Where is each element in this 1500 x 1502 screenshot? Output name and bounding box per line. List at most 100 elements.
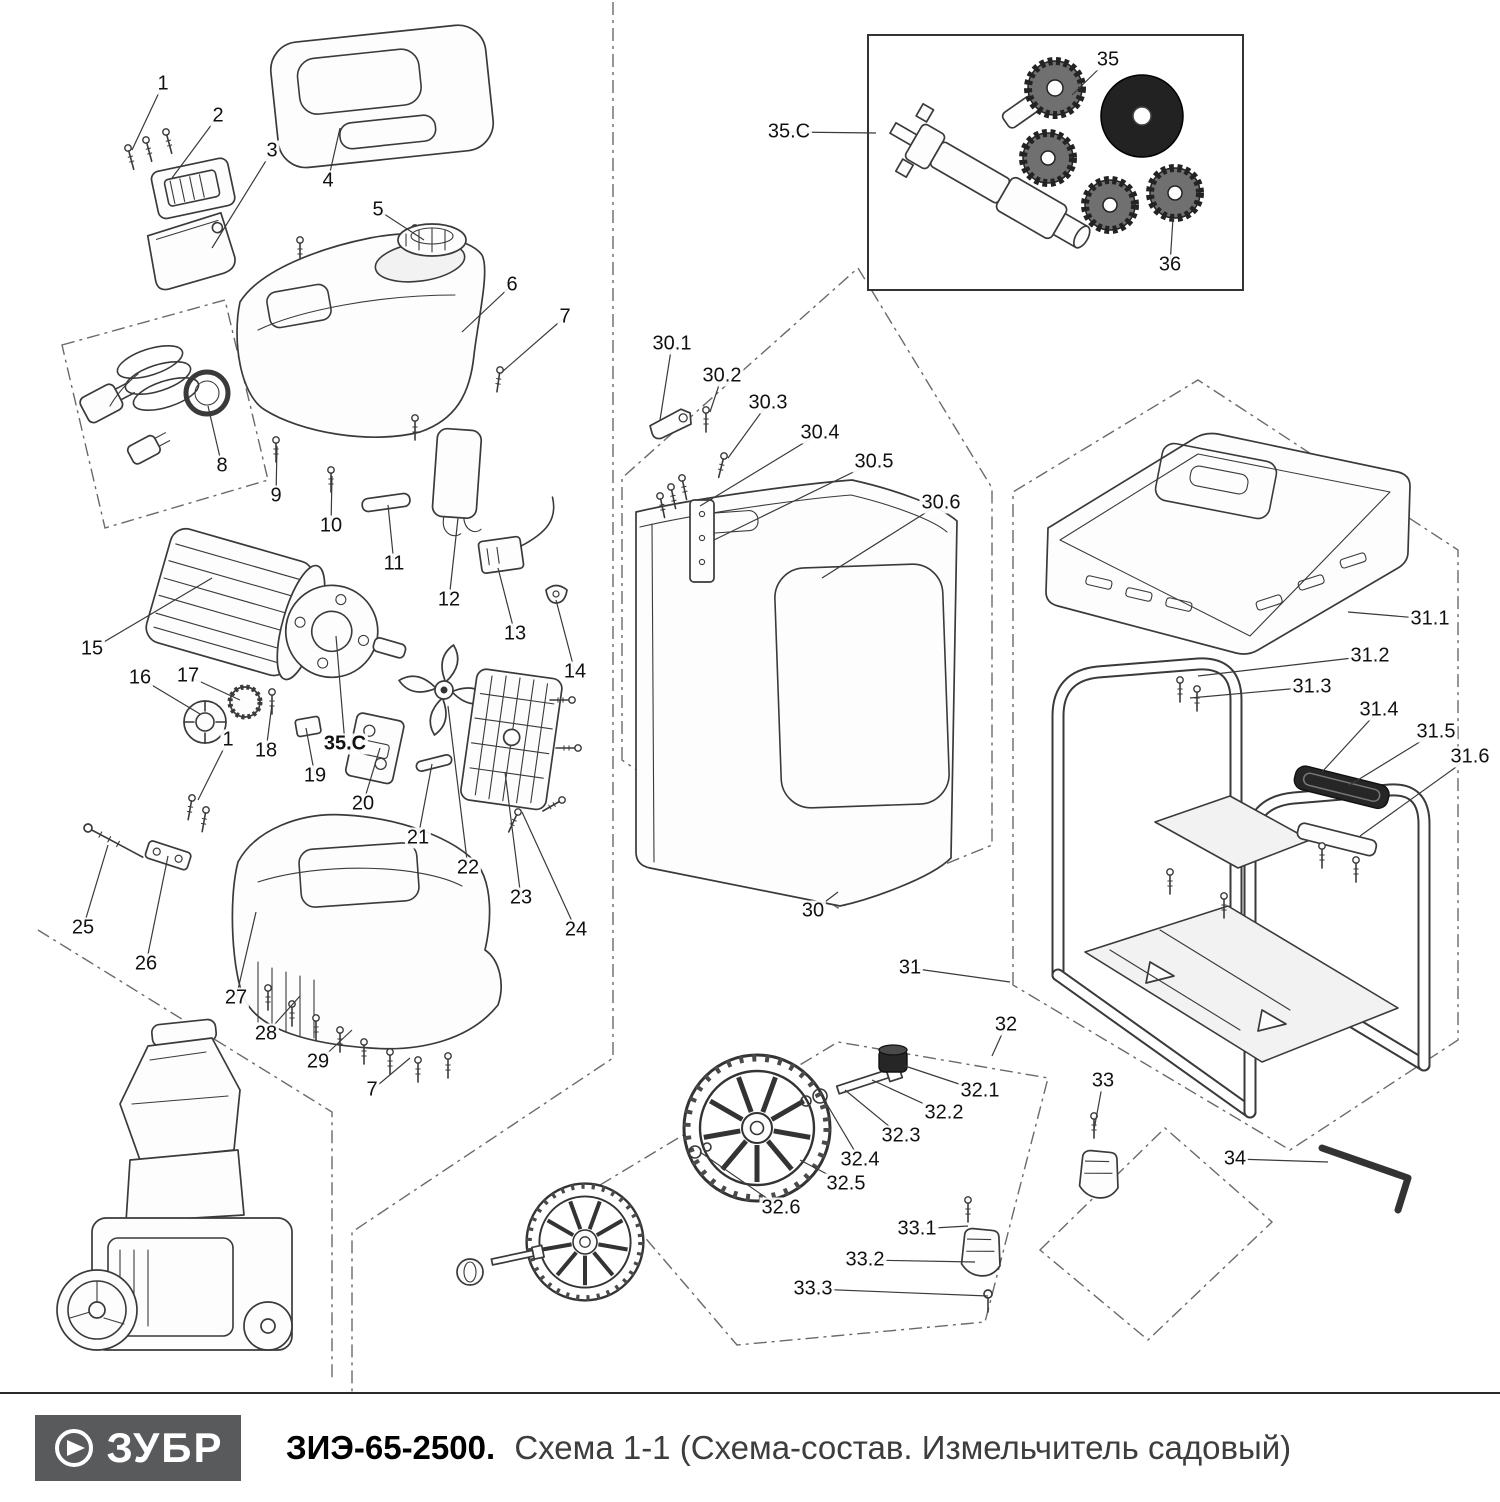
wheel-cap-drawing — [878, 1044, 908, 1073]
part-label-29: 29 — [304, 1050, 332, 1073]
part-label-32.1: 32.1 — [958, 1079, 1002, 1102]
zubr-logo-icon — [55, 1429, 94, 1467]
part-label-36: 36 — [1156, 253, 1184, 276]
axle-bolt-drawing — [490, 1244, 545, 1266]
connector-drawing — [477, 496, 555, 575]
part-label-32: 32 — [992, 1013, 1020, 1036]
part-label-10: 10 — [317, 514, 345, 537]
part-label-9: 9 — [268, 484, 284, 507]
part-label-35.C: 35.C — [321, 732, 369, 755]
part-label-32.2: 32.2 — [922, 1101, 966, 1124]
box-handle-drawing — [649, 408, 692, 440]
part-label-30: 30 — [799, 899, 827, 922]
small-parts-drawing — [271, 427, 568, 604]
part-label-31.1: 31.1 — [1408, 607, 1452, 630]
impeller-drawing — [398, 644, 490, 736]
part-label-32.5: 32.5 — [824, 1172, 868, 1195]
part-label-19: 19 — [301, 764, 329, 787]
lower-housing-drawing — [83, 793, 502, 1083]
frame-assembly-drawing — [1045, 432, 1431, 1119]
gear-with-shaft-drawing — [1001, 57, 1086, 129]
part-label-28: 28 — [252, 1022, 280, 1045]
part-label-32.3: 32.3 — [879, 1124, 923, 1147]
gear-drawing — [1085, 180, 1135, 230]
gear-drawing — [1150, 168, 1200, 218]
wheel-group-drawing — [456, 1044, 908, 1300]
part-label-25: 25 — [69, 916, 97, 939]
cable-clip-drawing — [545, 584, 568, 604]
part-label-7: 7 — [557, 305, 573, 328]
part-label-31: 31 — [896, 956, 924, 979]
part-label-20: 20 — [349, 792, 377, 815]
part-label-33: 33 — [1089, 1069, 1117, 1092]
part-label-32.4: 32.4 — [838, 1148, 882, 1171]
gear-assembly-inset — [867, 34, 1244, 291]
power-cord-drawing — [79, 344, 231, 465]
region-boundaries — [37, 2, 1459, 1392]
part-label-27: 27 — [222, 986, 250, 1009]
hopper-drawing — [236, 233, 486, 438]
frame-shelves-drawing — [1084, 795, 1399, 1063]
part-label-33.3: 33.3 — [791, 1277, 835, 1300]
part-label-1: 1 — [155, 72, 171, 95]
part-label-4: 4 — [320, 169, 336, 192]
part-label-31.5: 31.5 — [1414, 720, 1458, 743]
part-label-31.3: 31.3 — [1290, 675, 1334, 698]
part-label-30.5: 30.5 — [852, 450, 896, 473]
diagram-title: ЗИЭ-65-2500. Схема 1-1 (Схема-состав. Из… — [286, 1429, 1291, 1467]
frame-top-cover-drawing — [1045, 432, 1411, 655]
long-screw-drawing — [83, 823, 144, 858]
part-label-18: 18 — [252, 739, 280, 762]
foot-drawing — [1075, 1146, 1122, 1201]
wheel-drawing — [684, 1055, 830, 1201]
zubr-logo: ЗУБР — [35, 1415, 241, 1481]
part-label-16: 16 — [126, 666, 154, 689]
collection-box-drawing — [635, 405, 958, 907]
part-label-30.3: 30.3 — [746, 391, 790, 414]
part-label-30.6: 30.6 — [919, 491, 963, 514]
part-label-30.4: 30.4 — [798, 421, 842, 444]
model-number: ЗИЭ-65-2500. — [286, 1429, 496, 1466]
zubr-logo-text: ЗУБР — [106, 1424, 224, 1471]
cord-ring-drawing — [183, 369, 231, 417]
part-label-22: 22 — [454, 856, 482, 879]
part-label-31.4: 31.4 — [1357, 698, 1401, 721]
part-label-23: 23 — [507, 886, 535, 909]
part-label-7: 7 — [364, 1078, 380, 1101]
switch-drawing — [150, 157, 236, 220]
motor-drawing — [145, 527, 407, 681]
box-bracket-drawing — [689, 499, 715, 583]
top-cover-drawing — [269, 24, 495, 169]
part-label-13: 13 — [501, 622, 529, 645]
part-label-33.2: 33.2 — [843, 1248, 887, 1271]
part-label-17: 17 — [174, 664, 202, 687]
part-label-1: 1 — [220, 728, 236, 751]
grid-plate-drawing — [460, 668, 563, 811]
switch-housing-drawing — [146, 211, 236, 291]
foot-drawing — [957, 1224, 1004, 1279]
part-label-14: 14 — [561, 660, 589, 683]
hopper-knob-drawing — [397, 223, 467, 257]
part-label-5: 5 — [370, 198, 386, 221]
part-label-30.1: 30.1 — [650, 332, 694, 355]
feet-group-drawing — [957, 1112, 1122, 1313]
drive-shaft-drawing — [889, 102, 1091, 249]
upper-assembly-drawing — [123, 24, 505, 441]
part-label-11: 11 — [381, 552, 407, 575]
small-plate-drawing — [144, 840, 192, 871]
part-label-30.2: 30.2 — [700, 364, 744, 387]
part-label-32.6: 32.6 — [759, 1196, 803, 1219]
grip-bracket-drawing — [1296, 822, 1378, 857]
part-label-35: 35 — [1094, 48, 1122, 71]
hex-key-drawing — [1318, 1144, 1412, 1214]
part-label-2: 2 — [210, 104, 226, 127]
part-label-21: 21 — [404, 826, 432, 849]
footer: ЗУБР ЗИЭ-65-2500. Схема 1-1 (Схема-соста… — [0, 1392, 1500, 1502]
part-label-3: 3 — [264, 139, 280, 162]
grip-bar-drawing — [1293, 765, 1390, 810]
part-label-15: 15 — [78, 637, 106, 660]
cutter-group-drawing — [183, 644, 583, 835]
part-label-8: 8 — [214, 454, 230, 477]
part-label-12: 12 — [435, 588, 463, 611]
